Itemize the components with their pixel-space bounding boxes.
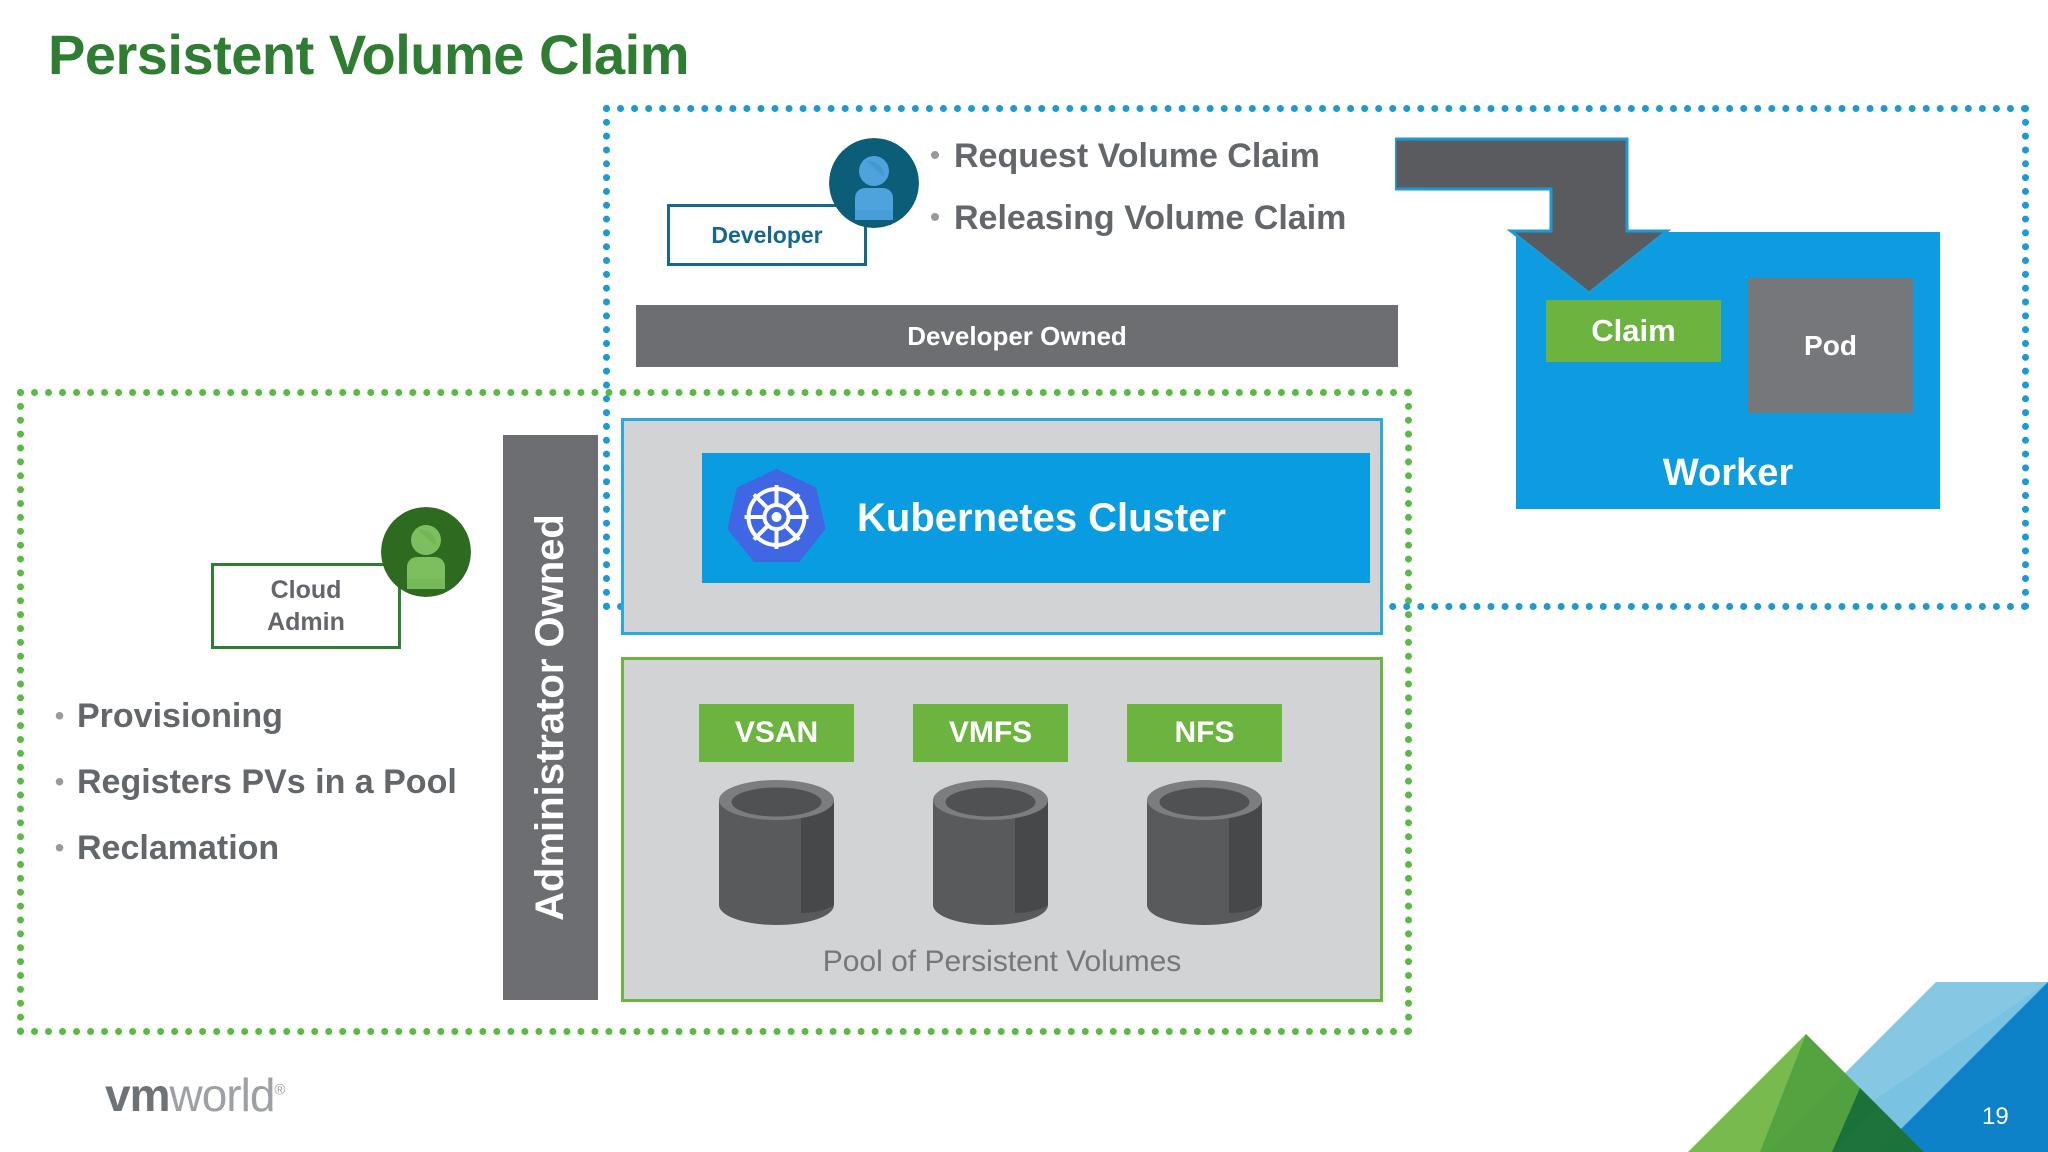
cloud-admin-avatar (381, 507, 471, 597)
claim-box: Claim (1546, 300, 1721, 362)
developer-bullet-0: Request Volume Claim (954, 137, 1320, 175)
vmworld-logo: vmworld® (105, 1068, 285, 1122)
pool-caption: Pool of Persistent Volumes (822, 945, 1182, 978)
list-item: • Registers PVs in a Pool (42, 760, 462, 804)
admin-bullet-0: Provisioning (77, 697, 283, 735)
list-item: • Releasing Volume Claim (916, 197, 1436, 239)
volume-type-vsan: VSAN (699, 704, 854, 762)
bullet-dot-icon: • (54, 832, 65, 863)
list-item: • Request Volume Claim (916, 135, 1436, 177)
developer-bullet-1: Releasing Volume Claim (954, 199, 1347, 237)
admin-bullet-2: Reclamation (77, 829, 280, 867)
bullet-dot-icon: • (54, 766, 65, 797)
worker-label: Worker (1662, 452, 1794, 494)
vmworld-logo-world: world (169, 1069, 275, 1121)
developer-owned-banner: Developer Owned (636, 305, 1398, 367)
request-flow-arrow-icon (1393, 135, 1685, 295)
kubernetes-cluster-band: Kubernetes Cluster (702, 453, 1370, 583)
bullet-dot-icon: • (929, 201, 941, 234)
bullet-dot-icon: • (54, 700, 65, 731)
corner-decoration (1688, 982, 2048, 1152)
developer-owned-label: Developer Owned (907, 320, 1127, 351)
pod-label: Pod (1804, 329, 1857, 361)
page-title: Persistent Volume Claim (48, 23, 690, 86)
kubernetes-cluster-label: Kubernetes Cluster (857, 495, 1226, 540)
list-item: • Reclamation (42, 826, 462, 870)
page-number: 19 (1982, 1103, 2009, 1130)
storage-cylinder-icon (931, 780, 1050, 925)
volume-label: VSAN (734, 716, 819, 749)
developer-avatar (829, 138, 919, 228)
bullet-dot-icon: • (929, 139, 941, 172)
vmworld-logo-vm: vm (105, 1069, 170, 1121)
admin-bullet-list: • Provisioning • Registers PVs in a Pool… (42, 694, 462, 892)
administrator-owned-region-outline (17, 389, 1412, 1035)
cloud-admin-label-box: Cloud Admin (211, 563, 401, 649)
developer-bullet-list: • Request Volume Claim • Releasing Volum… (916, 135, 1436, 259)
registered-mark-icon: ® (274, 1081, 285, 1099)
volume-label: NFS (1174, 716, 1235, 749)
admin-bullet-1: Registers PVs in a Pool (77, 763, 457, 801)
volume-label: VMFS (948, 716, 1033, 749)
volume-type-nfs: NFS (1127, 704, 1282, 762)
administrator-owned-banner: Administrator Owned (503, 435, 598, 1000)
developer-label-box: Developer (667, 204, 867, 266)
developer-label: Developer (711, 221, 823, 248)
storage-cylinder-icon (1145, 780, 1264, 925)
claim-label: Claim (1591, 313, 1676, 348)
persistent-volume-pool: VSAN VMFS NFS (621, 657, 1383, 1002)
list-item: • Provisioning (42, 694, 462, 738)
pod-box: Pod (1748, 278, 1913, 413)
cloud-admin-label-line1: Cloud (270, 576, 342, 604)
volume-type-vmfs: VMFS (913, 704, 1068, 762)
kubernetes-helm-icon (724, 465, 829, 570)
storage-cylinder-icon (717, 780, 836, 925)
kubernetes-cluster-container: Kubernetes Cluster (621, 418, 1383, 635)
cloud-admin-label-line2: Admin (267, 608, 345, 636)
administrator-owned-label: Administrator Owned (528, 514, 573, 921)
